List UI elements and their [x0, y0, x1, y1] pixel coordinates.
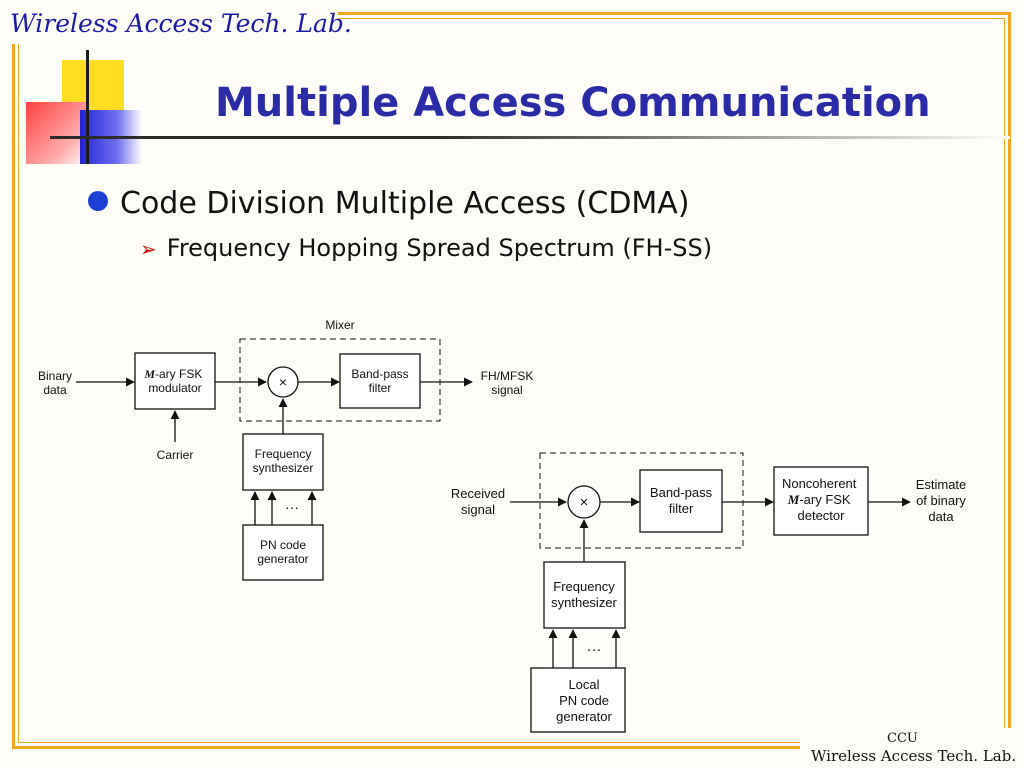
footer-lab-name: Wireless Access Tech. Lab. — [811, 747, 1017, 765]
rx-multiplier-symbol: × — [580, 494, 589, 511]
slide-title: Multiple Access Communication — [215, 80, 931, 126]
bullet-fhss: ➢ Frequency Hopping Spread Spectrum (FH-S… — [140, 234, 712, 262]
tx-carrier-label: Carrier — [157, 448, 194, 462]
header-lab-name: Wireless Access Tech. Lab. — [10, 9, 352, 38]
rx-filter-box — [639, 469, 723, 533]
header-area — [0, 0, 338, 44]
bullet-fhss-text: Frequency Hopping Spread Spectrum (FH-SS… — [166, 234, 713, 262]
bullet-cdma-text: Code Division Multiple Access (CDMA) — [120, 186, 690, 221]
tx-synthesizer-box — [242, 433, 324, 491]
tx-pn-generator-box — [242, 524, 324, 581]
tx-modulator-label: M-ary FSK modulator — [143, 367, 205, 395]
rx-synthesizer-box — [543, 561, 626, 629]
footer-area — [800, 728, 1024, 768]
title-underline — [50, 136, 1010, 139]
decor-vertical-line — [86, 50, 89, 164]
rx-mixer-dashed-box — [539, 452, 744, 549]
arrow-bullet-icon: ➢ — [140, 237, 157, 261]
slide-frame-outer — [12, 12, 1011, 749]
tx-multiplier-symbol: × — [279, 374, 287, 390]
tx-mixer-label: Mixer — [325, 318, 354, 332]
decor-red-square — [26, 102, 88, 164]
tx-filter-box — [339, 353, 421, 409]
tx-mixer-dashed-box — [239, 338, 441, 422]
slide-frame-inner — [18, 18, 1005, 743]
bullet-cdma: Code Division Multiple Access (CDMA) — [88, 186, 690, 221]
bullet-dot-icon — [88, 191, 108, 211]
footer-university: CCU — [887, 731, 918, 746]
rx-detector-label: Noncoherent M-ary FSK detector — [782, 476, 860, 523]
tx-pn-dots: ··· — [285, 499, 299, 515]
rx-detector-box — [773, 466, 869, 536]
rx-pn-dots: ··· — [587, 641, 602, 658]
rx-pn-generator-box — [530, 667, 626, 733]
tx-modulator-box — [134, 352, 216, 410]
